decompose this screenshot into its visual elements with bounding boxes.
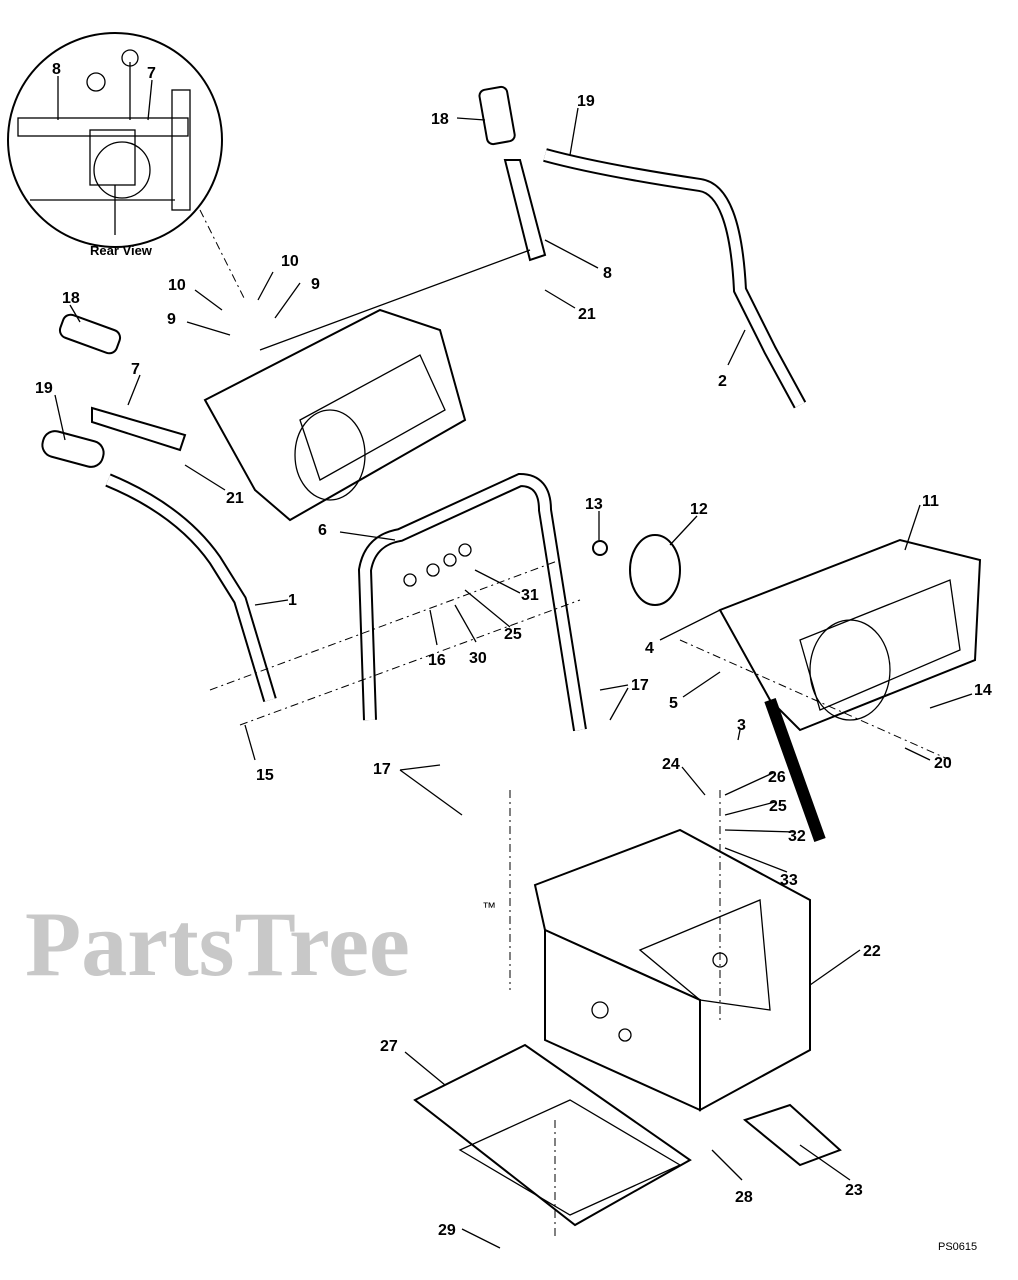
callout: 28	[735, 1189, 753, 1206]
rear-view-inset	[7, 32, 246, 301]
callout: 16	[428, 652, 446, 669]
watermark: PartsTree	[25, 893, 410, 995]
callout: 1	[288, 592, 297, 609]
callout: 5	[669, 695, 678, 712]
callout: 25	[769, 798, 787, 815]
callout: 19	[35, 380, 53, 397]
callout: 31	[521, 587, 539, 604]
callout: 9	[167, 311, 176, 328]
callout: 19	[577, 93, 595, 110]
callout: 3	[737, 717, 746, 734]
callout: 24	[662, 756, 680, 773]
callout: 4	[645, 640, 654, 657]
callout-labels: 18 19 10 9 10 9 8 21 18 7 19 21 2 6 13 1…	[35, 93, 992, 1239]
watermark-tm: ™	[482, 899, 496, 915]
callout: 17	[373, 761, 391, 778]
callout: 12	[690, 501, 708, 518]
callout: 29	[438, 1222, 456, 1239]
upper-control-panel	[203, 308, 467, 522]
callout: 7	[131, 361, 140, 378]
callout: 22	[863, 943, 881, 960]
callout: 6	[318, 522, 327, 539]
callout: 30	[469, 650, 487, 667]
callout: 26	[768, 769, 786, 786]
callout: 17	[631, 677, 649, 694]
figure-code: PS0615	[938, 1241, 977, 1253]
callout: 18	[62, 290, 80, 307]
callout: 8	[603, 265, 612, 282]
inset-callout-7: 7	[147, 65, 156, 82]
callout: 18	[431, 111, 449, 128]
callout: 10	[168, 277, 186, 294]
callout: 14	[974, 682, 992, 699]
inset-callout-8: 8	[52, 61, 61, 78]
chassis-frame	[533, 828, 811, 1112]
callout: 9	[311, 276, 320, 293]
callout: 13	[585, 496, 603, 513]
callout: 33	[780, 872, 798, 889]
callout: 21	[578, 306, 596, 323]
callout: 27	[380, 1038, 398, 1055]
callout: 15	[256, 767, 274, 784]
callout: 23	[845, 1182, 863, 1199]
callout: 10	[281, 253, 299, 270]
callout: 21	[226, 490, 244, 507]
callout: 20	[934, 755, 952, 772]
lower-control-panel	[718, 538, 982, 843]
callout: 25	[504, 626, 522, 643]
callout: 2	[718, 373, 727, 390]
inset-caption: Rear View	[90, 243, 153, 258]
callout: 32	[788, 828, 806, 845]
callout: 11	[922, 493, 939, 510]
leader-lines	[54, 107, 973, 1249]
